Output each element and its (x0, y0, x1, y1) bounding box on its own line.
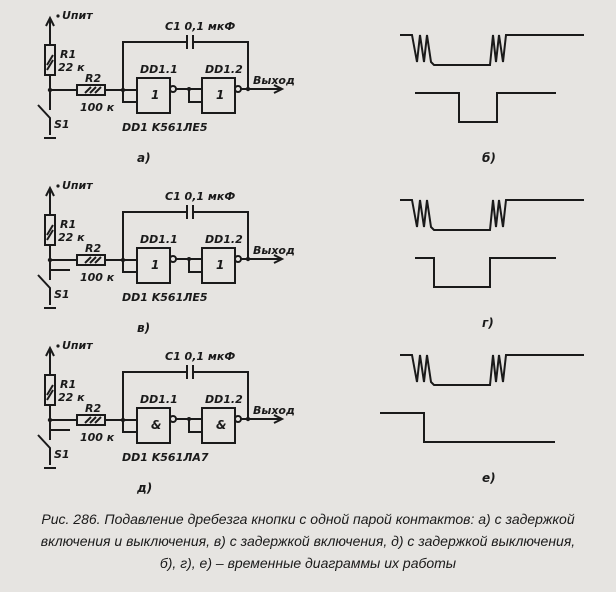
r1-label: R1 (60, 378, 76, 391)
switch-label: S1 (54, 448, 70, 461)
switch-label: S1 (54, 118, 70, 131)
inverter-bubble-icon (234, 255, 242, 263)
gate2-symbol: 1 (216, 88, 224, 102)
panel-label: д) (136, 481, 152, 495)
supply-label: Uпит (62, 9, 93, 22)
gate-dd1-1 (136, 407, 171, 444)
r2-value: 100 к (80, 431, 115, 444)
timing-diagram-0: б) (400, 34, 584, 165)
contact-bounce-waveform (400, 354, 584, 386)
supply-arrow-icon (45, 15, 55, 45)
capacitor-label: C1 0,1 мкФ (165, 20, 235, 33)
r1-value: 22 к (58, 231, 85, 244)
inverter-bubble-icon (234, 415, 242, 423)
capacitor-c1 (122, 205, 249, 260)
switch-label: S1 (54, 288, 70, 301)
gate-dd1-1 (136, 77, 171, 114)
resistor-r2 (76, 84, 106, 96)
r2-value: 100 к (80, 271, 115, 284)
contact-bounce-waveform (400, 34, 584, 66)
r2-label: R2 (85, 402, 101, 415)
capacitor-label: C1 0,1 мкФ (165, 190, 235, 203)
panel-label: в) (137, 321, 150, 335)
gate2-label: DD1.2 (205, 393, 243, 406)
timing-panel-label: е) (482, 471, 496, 485)
timing-panel-label: б) (482, 151, 496, 165)
resistor-r2 (76, 254, 106, 266)
capacitor-c1 (122, 35, 249, 90)
figure-caption: Рис. 286. Подавление дребезга кнопки с о… (0, 508, 616, 574)
caption-line-2: включения и выключения, в) с задержкой в… (40, 533, 576, 549)
chip-label: DD1 K561ЛЕ5 (122, 121, 208, 134)
r1-value: 22 к (58, 61, 85, 74)
output-label: Выход (253, 244, 295, 257)
gate1-symbol: & (151, 418, 161, 432)
gate1-label: DD1.1 (140, 63, 178, 76)
r2-value: 100 к (80, 101, 115, 114)
inverter-bubble-icon (234, 85, 242, 93)
supply-label: Uпит (62, 179, 93, 192)
supply-arrow-icon (45, 185, 55, 215)
r1-label: R1 (60, 218, 76, 231)
supply-arrow-icon (45, 345, 55, 375)
contact-bounce-waveform (400, 199, 584, 231)
gate2-label: DD1.2 (205, 63, 243, 76)
r1-label: R1 (60, 48, 76, 61)
r1-value: 22 к (58, 391, 85, 404)
gate-dd1-2 (201, 77, 236, 114)
gate1-symbol: 1 (151, 88, 159, 102)
gate2-symbol: & (216, 418, 226, 432)
timing-diagram-2: е) (380, 354, 584, 485)
output-label: Выход (253, 74, 295, 87)
output-waveform (380, 412, 555, 443)
gate-dd1-2 (201, 407, 236, 444)
r2-label: R2 (85, 242, 101, 255)
resistor-r2 (76, 414, 106, 426)
inverter-bubble-icon (169, 255, 177, 263)
supply-label: Uпит (62, 339, 93, 352)
timing-panel-label: г) (482, 316, 494, 330)
caption-line-3: б), г), е) – временные диаграммы их рабо… (159, 555, 457, 571)
output-label: Выход (253, 404, 295, 417)
inverter-bubble-icon (169, 415, 177, 423)
caption-line-1: Рис. 286. Подавление дребезга кнопки с о… (41, 511, 575, 527)
gate-dd1-2 (201, 247, 236, 284)
gate2-label: DD1.2 (205, 233, 243, 246)
panel-label: а) (137, 151, 151, 165)
capacitor-c1 (122, 365, 249, 420)
output-waveform (415, 257, 556, 288)
capacitor-label: C1 0,1 мкФ (165, 350, 235, 363)
gate2-symbol: 1 (216, 258, 224, 272)
r2-label: R2 (85, 72, 101, 85)
inverter-bubble-icon (169, 85, 177, 93)
output-waveform (415, 92, 556, 123)
chip-label: DD1 K561ЛЕ5 (122, 291, 208, 304)
chip-label: DD1 K561ЛА7 (122, 451, 209, 464)
gate1-label: DD1.1 (140, 393, 178, 406)
timing-diagram-1: г) (400, 199, 584, 330)
gate-dd1-1 (136, 247, 171, 284)
gate1-label: DD1.1 (140, 233, 178, 246)
gate1-symbol: 1 (151, 258, 159, 272)
